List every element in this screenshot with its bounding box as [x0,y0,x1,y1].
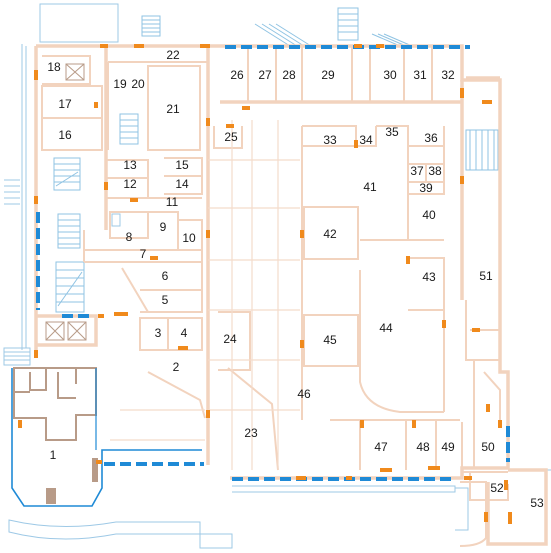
stair-inner-19 [119,113,139,145]
room-label-10: 10 [182,231,196,245]
room-label-35: 35 [385,125,399,139]
room-label-46: 46 [297,387,311,401]
room-label-22: 22 [166,48,180,62]
room-label-6: 6 [162,269,169,283]
room-label-23: 23 [244,426,258,440]
stair-left-2 [57,213,81,249]
room-label-27: 27 [258,68,272,82]
room-label-16: 16 [58,128,72,142]
room-label-44: 44 [379,321,393,335]
room-label-4: 4 [181,326,188,340]
room-label-21: 21 [166,102,180,116]
room-label-31: 31 [413,68,427,82]
room-label-33: 33 [323,133,337,147]
room-label-36: 36 [424,131,438,145]
room-label-48: 48 [416,440,430,454]
room-labels: 1 2 3 4 5 6 7 8 9 10 11 12 13 14 15 16 1… [47,48,544,510]
room-label-29: 29 [321,68,335,82]
doors [18,44,512,524]
room-label-13: 13 [123,158,137,172]
stair-left-1 [53,157,81,191]
room-label-26: 26 [230,68,244,82]
room-label-11: 11 [166,195,179,209]
room-label-52: 52 [490,481,504,495]
room-label-5: 5 [162,293,169,307]
room-label-41: 41 [363,180,377,194]
room-label-25: 25 [224,130,238,144]
room-label-20: 20 [131,77,145,91]
column-block [46,488,56,504]
interior-partitions [41,46,548,547]
column-block [92,458,98,482]
elevators [45,63,121,341]
room-label-37: 37 [410,164,424,178]
room-label-34: 34 [359,133,373,147]
stair-left-3 [55,261,85,313]
room-label-2: 2 [173,360,180,374]
room-label-3: 3 [155,326,162,340]
room-label-17: 17 [58,97,72,111]
stair-top-mid [254,23,312,47]
room-label-19: 19 [113,77,127,91]
room-label-32: 32 [441,68,455,82]
staircases [53,7,499,313]
room-label-24: 24 [223,332,237,346]
room-label-42: 42 [323,227,337,241]
room-label-38: 38 [428,164,442,178]
room-label-14: 14 [175,177,189,191]
room-label-47: 47 [374,440,388,454]
room-label-39: 39 [419,181,433,195]
stair-top-right [337,7,413,47]
room-1-outline [11,368,202,507]
room-label-49: 49 [441,440,455,454]
room-label-9: 9 [160,220,167,234]
room-label-12: 12 [123,177,137,191]
room-label-7: 7 [140,247,147,261]
room-label-50: 50 [481,440,495,454]
room-label-45: 45 [323,333,337,347]
room-label-30: 30 [383,68,397,82]
room-label-8: 8 [126,230,133,244]
room-label-40: 40 [422,208,436,222]
windows [36,45,510,481]
stair-right [465,129,499,171]
existing-structure [13,367,98,504]
room-label-28: 28 [282,68,296,82]
stair-top-left [141,15,161,37]
room-label-43: 43 [422,270,436,284]
room-label-18: 18 [47,60,61,74]
room-label-1: 1 [50,448,57,462]
room-label-51: 51 [479,269,493,283]
room-label-53: 53 [530,496,544,510]
room-label-15: 15 [175,158,189,172]
